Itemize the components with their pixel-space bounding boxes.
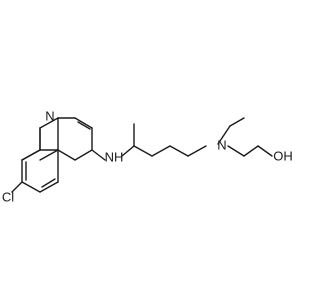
bond-n-ethyl-2 (229, 117, 245, 127)
bond-chain-4 (187, 145, 207, 157)
bond-n-ethyl-1 (217, 125, 231, 145)
atom-label-chlorine: Cl (2, 189, 14, 204)
bond-ring-d (21, 181, 41, 193)
bond-nh-ch (121, 145, 135, 157)
bond-c7-cl (11, 181, 23, 193)
bond-n-hydroxyethyl-1 (227, 145, 245, 157)
bond-n-hydroxyethyl-2 (243, 145, 259, 157)
structure-canvas: N NH N Cl OH (2, 108, 293, 204)
bond-c2-c3-inner (77, 121, 91, 130)
bond-ring-e (39, 181, 59, 193)
molecule-structure-diagram: N NH N Cl OH (2, 108, 293, 204)
atom-label-ring-nitrogen: N (45, 108, 54, 123)
bond-c2-c3 (74, 117, 93, 129)
atom-label-tertiary-nitrogen: N (217, 137, 226, 152)
bond-chain-3 (169, 145, 189, 157)
bond-ring-i (21, 149, 41, 161)
atom-label-hydroxyl: OH (273, 148, 293, 163)
bond-ring-a (39, 149, 59, 161)
bond-ring-e-inner (41, 178, 56, 188)
bond-hydroxyethyl-3 (257, 145, 273, 157)
bond-chain-2 (151, 145, 171, 157)
bond-chain-1 (133, 145, 153, 157)
bond-c4-nh (91, 149, 106, 161)
bond-c4-c4a (74, 149, 93, 161)
bond-c4a-c8a-lower (57, 149, 76, 161)
bond-c8a-n1 (39, 117, 59, 129)
atom-label-amine-nh: NH (105, 149, 124, 164)
